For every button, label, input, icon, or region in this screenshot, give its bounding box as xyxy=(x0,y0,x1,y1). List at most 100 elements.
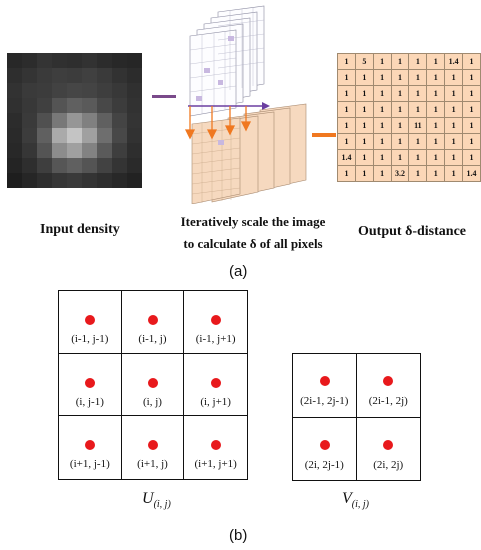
output-cell: 1 xyxy=(390,101,410,118)
output-cell: 1 xyxy=(426,117,446,134)
cell-coordinate-label: (2i, 2j-1) xyxy=(304,458,344,471)
output-cell: 1 xyxy=(372,165,392,182)
output-cell: 1.4 xyxy=(337,149,356,166)
grid-cell: (i-1, j+1) xyxy=(184,291,247,354)
output-cell: 1 xyxy=(408,101,428,118)
output-cell: 1 xyxy=(337,101,356,118)
output-cell: 1.4 xyxy=(462,165,481,182)
red-dot-icon xyxy=(383,376,394,386)
output-cell: 1 xyxy=(354,133,374,150)
red-dot-icon xyxy=(210,440,221,451)
red-dot-icon xyxy=(85,440,96,451)
grid-cell: (2i-1, 2j) xyxy=(356,354,420,418)
output-cell: 1 xyxy=(354,85,374,102)
cell-coordinate-label: (2i-1, 2j) xyxy=(368,395,408,407)
iterative-scale-label-line1: Iteratively scale the image xyxy=(180,214,326,229)
output-cell: 1 xyxy=(426,101,446,118)
output-cell: 1 xyxy=(426,165,446,182)
V-grid: (2i-1, 2j-1) (2i-1, 2j) (2i, 2j-1) (2i, 2j) xyxy=(292,353,421,481)
grid-cell: (i-1, j) xyxy=(121,291,185,354)
input-density-image xyxy=(7,53,142,188)
red-dot-icon xyxy=(85,377,96,388)
output-cell: 1 xyxy=(372,69,392,86)
output-cell: 1 xyxy=(408,133,428,150)
cell-coordinate-label: (i-1, j) xyxy=(138,333,167,345)
cell-coordinate-label: (i+1, j) xyxy=(137,458,168,471)
output-cell: 1 xyxy=(462,117,481,134)
cell-coordinate-label: (2i, 2j) xyxy=(373,458,404,471)
output-cell: 1 xyxy=(426,69,446,86)
scale-pyramid-diagram xyxy=(184,5,307,204)
grid-cell: (i, j) xyxy=(121,353,185,417)
red-dot-icon xyxy=(319,439,330,450)
output-cell: 1 xyxy=(354,117,374,134)
output-cell: 1 xyxy=(372,101,392,118)
output-cell: 1 xyxy=(408,165,428,182)
cell-coordinate-label: (i, j-1) xyxy=(75,395,104,408)
output-cell: 1 xyxy=(354,149,374,166)
output-cell: 5 xyxy=(354,53,374,70)
output-cell: 1 xyxy=(372,53,392,70)
cell-coordinate-label: (2i-1, 2j-1) xyxy=(300,395,349,407)
output-cell: 1 xyxy=(444,149,464,166)
output-cell: 1 xyxy=(462,133,481,150)
red-dot-icon xyxy=(210,315,221,325)
red-dot-icon xyxy=(319,376,330,386)
caption-a: (a) xyxy=(229,263,248,280)
output-cell: 1 xyxy=(462,149,481,166)
output-cell: 1 xyxy=(426,53,446,70)
red-dot-icon xyxy=(210,377,221,388)
output-delta-label: Output δ-distance xyxy=(358,224,467,239)
output-cell: 1 xyxy=(444,117,464,134)
grid-cell: (i, j-1) xyxy=(59,353,122,417)
output-cell: 1 xyxy=(372,133,392,150)
output-cell: 1 xyxy=(372,85,392,102)
output-cell: 1 xyxy=(390,117,410,134)
output-cell: 1 xyxy=(444,165,464,182)
red-dot-icon xyxy=(147,315,158,325)
output-cell: 1 xyxy=(337,53,356,70)
red-dot-icon xyxy=(147,377,158,388)
red-dot-icon xyxy=(85,315,96,325)
caption-b: (b) xyxy=(229,527,248,544)
grid-cell: (i, j+1) xyxy=(184,354,247,417)
red-dot-icon xyxy=(147,440,158,451)
output-cell: 1.4 xyxy=(444,53,464,70)
grid-cell: (i-1, j-1) xyxy=(59,291,122,354)
arrow-input-to-pyramid xyxy=(152,95,176,98)
output-cell: 1 xyxy=(372,117,392,134)
output-cell: 3.2 xyxy=(390,165,410,182)
cell-coordinate-label: (i, j+1) xyxy=(200,395,231,408)
iterative-scale-label-line2: to calculate δ of all pixels xyxy=(183,236,323,251)
U-label: U(i, j) xyxy=(142,490,171,511)
grid-cell: (2i-1, 2j-1) xyxy=(293,354,357,418)
output-cell: 1 xyxy=(390,69,410,86)
output-cell: 1 xyxy=(462,69,481,86)
output-cell: 1 xyxy=(444,69,464,86)
grid-cell: (2i, 2j) xyxy=(357,418,421,482)
output-cell: 1 xyxy=(354,165,374,182)
output-cell: 1 xyxy=(390,133,410,150)
grid-cell: (2i, 2j-1) xyxy=(293,417,357,481)
output-cell: 1 xyxy=(390,149,410,166)
output-cell: 1 xyxy=(337,117,356,134)
output-cell: 1 xyxy=(337,133,356,150)
output-cell: 11 xyxy=(408,117,428,134)
grid-cell: (i+1, j-1) xyxy=(59,416,122,479)
output-cell: 1 xyxy=(354,69,374,86)
output-cell: 1 xyxy=(372,149,392,166)
V-label: V(i, j) xyxy=(342,490,369,511)
cell-coordinate-label: (i-1, j-1) xyxy=(71,333,109,345)
U-grid: (i-1, j-1) (i-1, j) (i-1, j+1) (i, j-1) (i, … xyxy=(58,290,248,480)
output-cell: 1 xyxy=(390,53,410,70)
grid-cell: (i+1, j) xyxy=(122,416,185,479)
output-cell: 1 xyxy=(462,101,481,118)
output-cell: 1 xyxy=(462,85,481,102)
input-density-label: Input density xyxy=(40,222,120,237)
